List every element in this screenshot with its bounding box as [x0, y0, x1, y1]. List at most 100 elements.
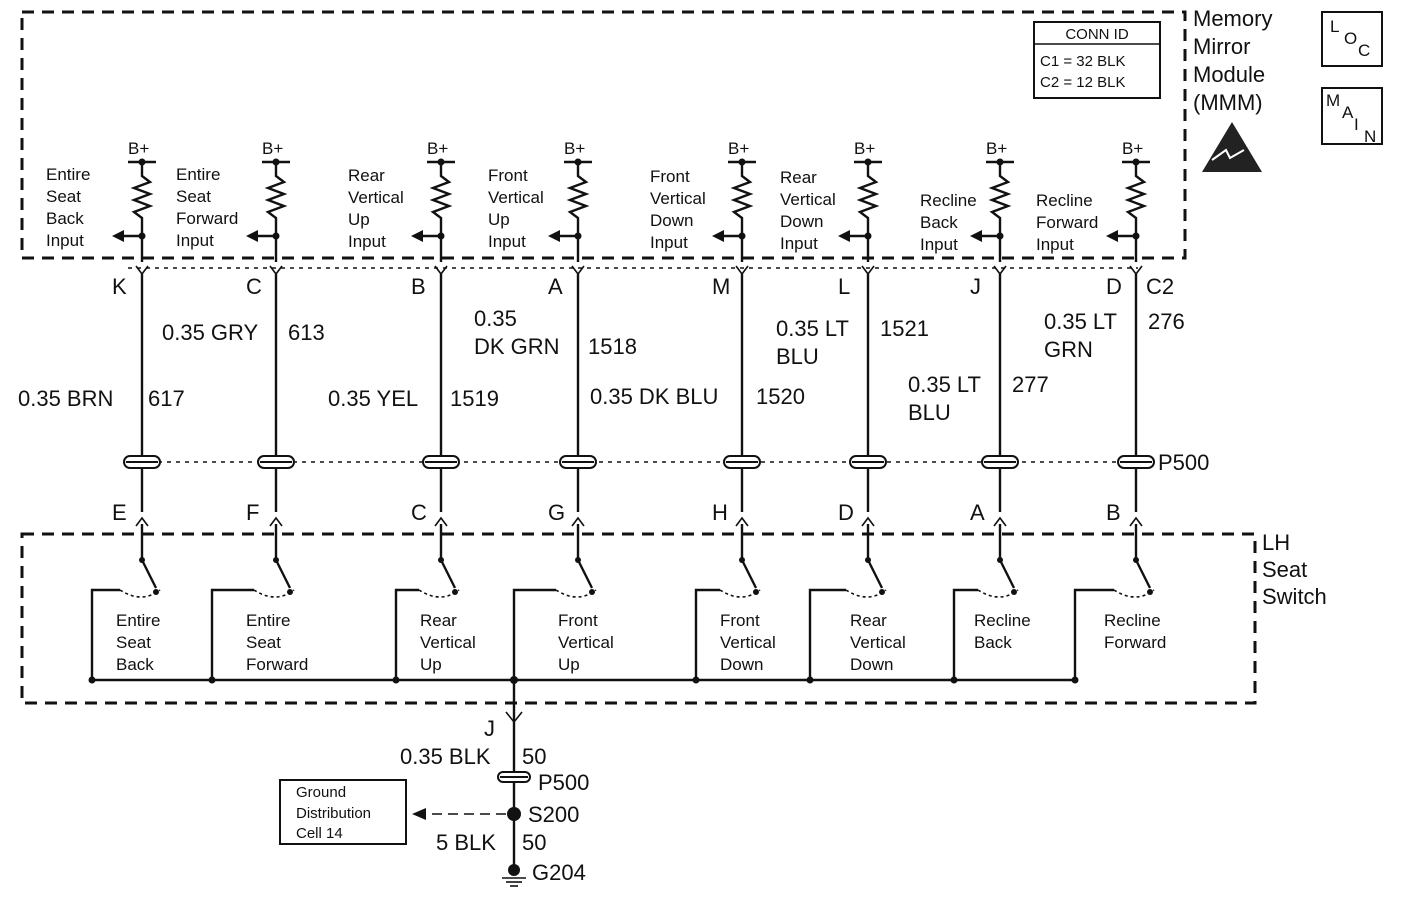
switch-label: Back	[974, 633, 1012, 652]
b-plus-label: B+	[854, 139, 875, 158]
ground-p500-connector	[497, 771, 531, 783]
input-label: Down	[650, 211, 693, 230]
switch-label: Vertical	[558, 633, 614, 652]
svg-text:Cell 14: Cell 14	[296, 825, 343, 842]
switch-boundary	[20, 532, 1257, 705]
ground-wire2-gauge: 5 BLK	[436, 830, 496, 855]
b-plus-label: B+	[564, 139, 585, 158]
p500-connector	[723, 455, 761, 469]
p500-connector	[981, 455, 1019, 469]
wire-circuit-label: 617	[148, 386, 185, 411]
svg-text:I: I	[1354, 115, 1359, 134]
pullup-resistor	[130, 162, 154, 262]
switch-label: Back	[116, 655, 154, 674]
switch-label: Down	[850, 655, 893, 674]
ground-pin-label: J	[484, 716, 495, 741]
splice-s200-label: S200	[528, 802, 579, 827]
ground-wire1-gauge: 0.35 BLK	[400, 744, 491, 769]
wire-gauge-label: GRN	[1044, 337, 1093, 362]
wire-gauge-label: 0.35 GRY	[162, 320, 259, 345]
switch-label: Front	[720, 611, 760, 630]
switch-label: Front	[558, 611, 598, 630]
p500-connector	[559, 455, 597, 469]
switch-label: Down	[720, 655, 763, 674]
input-label: Up	[348, 210, 370, 229]
pullup-resistor	[566, 162, 590, 262]
input-label: Seat	[46, 187, 81, 206]
input-label: Input	[920, 235, 958, 254]
c2-pin-label: B	[411, 274, 426, 299]
esd-warning-icon	[1202, 122, 1262, 172]
input-label: Front	[488, 166, 528, 185]
switch-pin-label: B	[1106, 500, 1121, 525]
input-label: Recline	[1036, 191, 1093, 210]
svg-text:L: L	[1330, 17, 1339, 36]
b-plus-label: B+	[262, 139, 283, 158]
svg-text:M: M	[1326, 91, 1340, 110]
input-label: Entire	[46, 165, 90, 184]
input-label: Input	[348, 232, 386, 251]
loc-icon[interactable]: L O C	[1321, 11, 1383, 67]
module-title-line-1: Memory	[1193, 6, 1272, 31]
input-label: Input	[488, 232, 526, 251]
input-label: Vertical	[650, 189, 706, 208]
ground-symbol-icon	[502, 877, 526, 887]
conn-id-c2: C2 = 12 BLK	[1040, 74, 1125, 91]
input-label: Vertical	[780, 190, 836, 209]
ground-path: J 0.35 BLK 50 P500 S200 5 BLK 50 G204 Gr…	[279, 676, 589, 887]
ground-wire1-circuit: 50	[522, 744, 546, 769]
input-label: Forward	[176, 209, 238, 228]
input-label: Back	[920, 213, 958, 232]
p500-connector	[1117, 455, 1155, 469]
input-label: Seat	[176, 187, 211, 206]
pullup-resistor	[264, 162, 288, 262]
input-label: Recline	[920, 191, 977, 210]
c2-pin-label: J	[970, 274, 981, 299]
input-label: Down	[780, 212, 823, 231]
module-title-line-2: Mirror	[1193, 34, 1250, 59]
switch-label: Recline	[974, 611, 1031, 630]
wire-gauge-label: 0.35 DK BLU	[590, 384, 718, 409]
input-arrow-icon	[712, 230, 724, 242]
wire-circuit-label: 613	[288, 320, 325, 345]
wire-gauge-label: 0.35	[474, 306, 517, 331]
p500-connector	[422, 455, 460, 469]
p500-connector	[257, 455, 295, 469]
switch-label: Recline	[1104, 611, 1161, 630]
pullup-resistor	[730, 162, 754, 262]
input-label: Forward	[1036, 213, 1098, 232]
input-arrow-icon	[970, 230, 982, 242]
ground-distribution-ref-box[interactable]: Ground Distribution Cell 14	[279, 779, 407, 845]
wire-gauge-label: 0.35 BRN	[18, 386, 113, 411]
input-arrow-icon	[246, 230, 258, 242]
pullup-resistor	[988, 162, 1012, 262]
svg-text:A: A	[1342, 103, 1354, 122]
wire-circuit-label: 1520	[756, 384, 805, 409]
input-label: Input	[650, 233, 688, 252]
switch-pin-label: E	[112, 500, 127, 525]
wire-circuit-label: 277	[1012, 372, 1049, 397]
switch-pin-label: F	[246, 500, 259, 525]
input-arrow-icon	[1106, 230, 1118, 242]
splice-s200-dot	[507, 807, 521, 821]
switch-label: Vertical	[720, 633, 776, 652]
input-arrow-icon	[548, 230, 560, 242]
module-boundary	[20, 10, 1187, 260]
c2-pin-label: K	[112, 274, 127, 299]
svg-text:C: C	[1358, 41, 1370, 60]
input-label: Back	[46, 209, 84, 228]
wire-gauge-label: 0.35 LT	[908, 372, 981, 397]
b-plus-label: B+	[986, 139, 1007, 158]
main-icon[interactable]: M A I N	[1321, 87, 1383, 146]
switch-label: Seat	[116, 633, 151, 652]
c2-pin-label: M	[712, 274, 730, 299]
